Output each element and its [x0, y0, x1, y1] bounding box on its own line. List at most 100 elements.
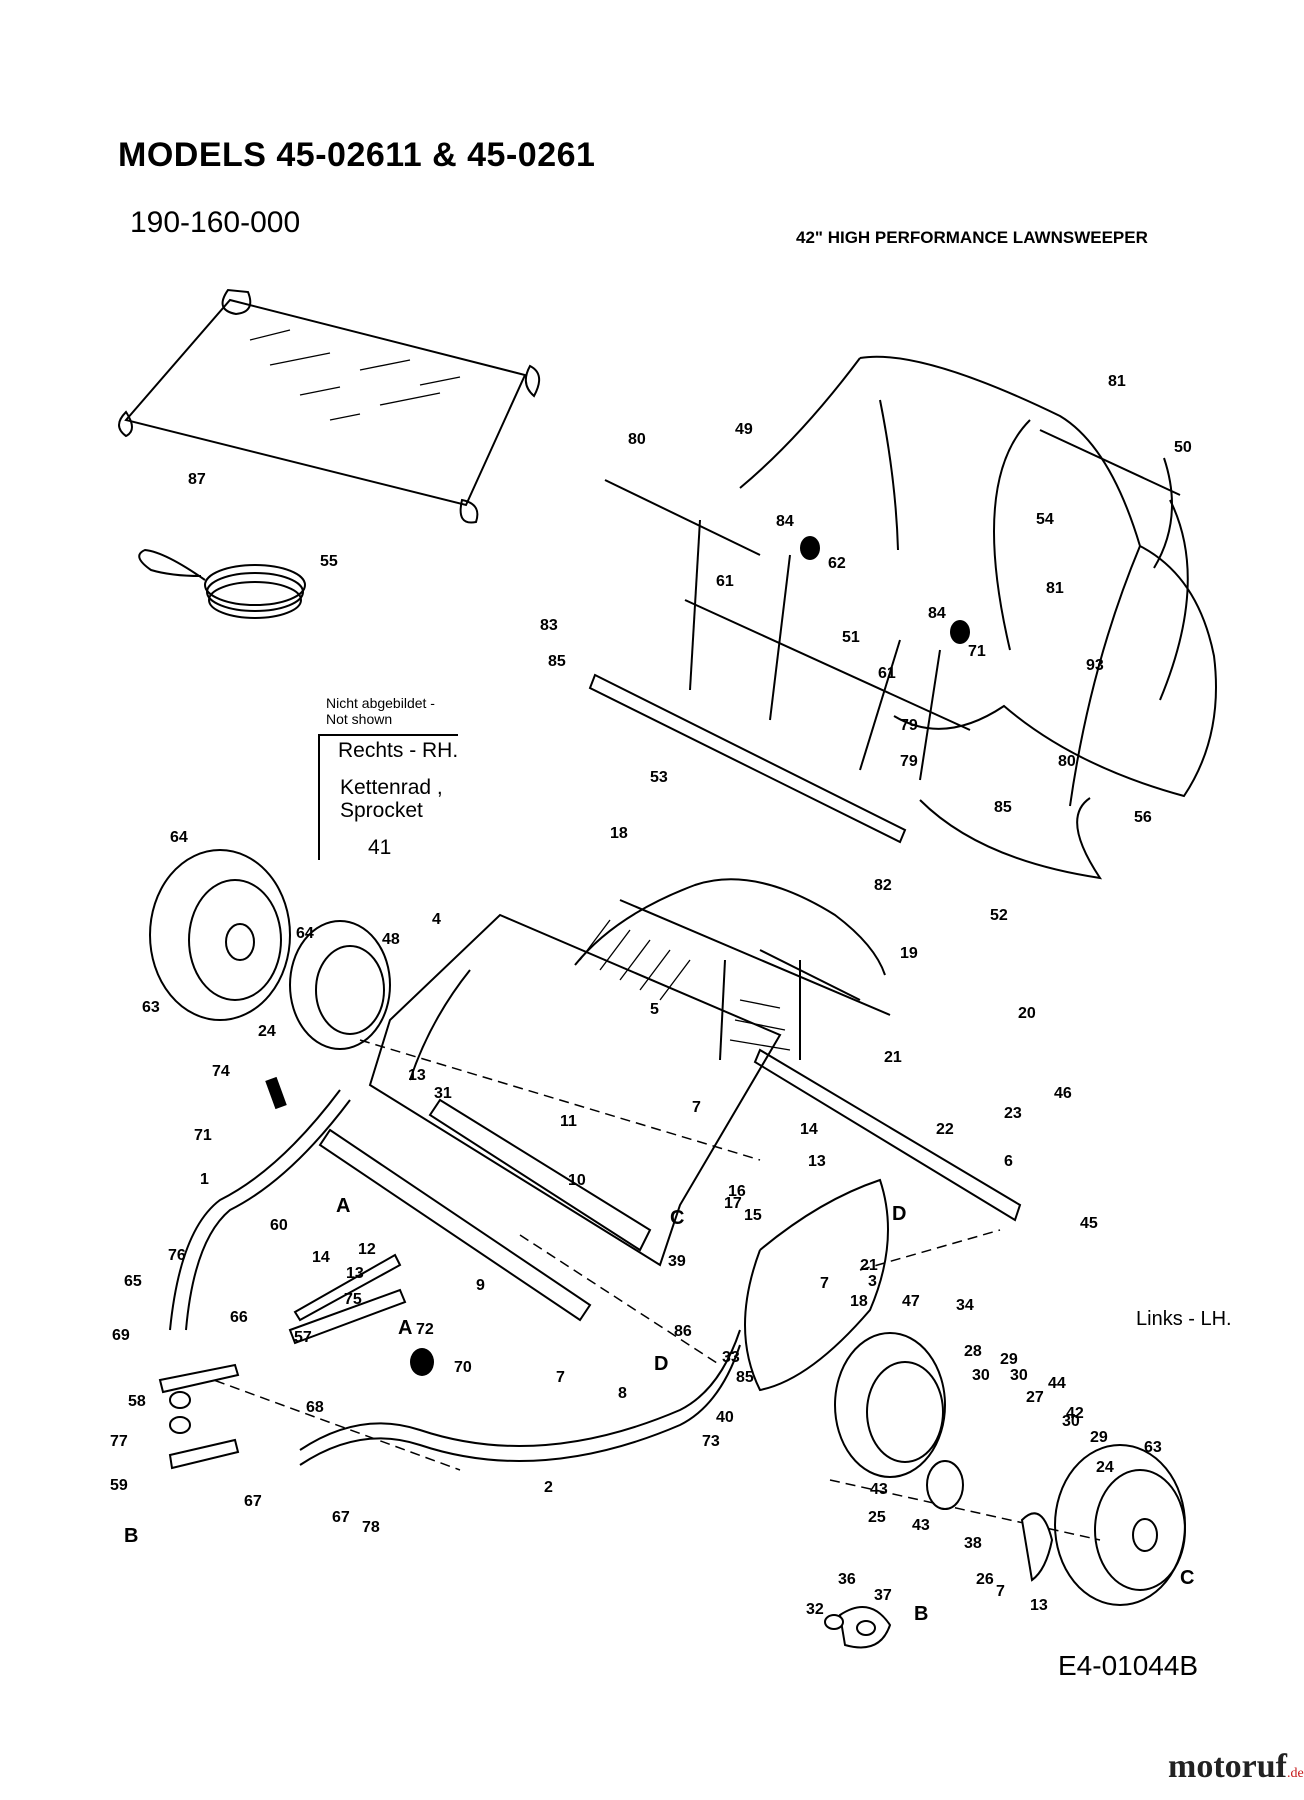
- callout-85: 85: [548, 653, 566, 670]
- handle-assembly: [169, 1089, 741, 1466]
- watermark-tld: .de: [1286, 1766, 1304, 1781]
- callout-30: 30: [1010, 1367, 1028, 1384]
- front-bar: [588, 673, 907, 844]
- callout-32: 32: [806, 1601, 824, 1618]
- callout-3: 3: [868, 1273, 877, 1290]
- callout-a: A: [398, 1317, 412, 1339]
- wheel-left-side: [1054, 1444, 1186, 1606]
- callout-54: 54: [1036, 511, 1054, 528]
- callout-8: 8: [618, 1385, 627, 1402]
- rear-bar: [753, 1048, 1022, 1222]
- callout-55: 55: [320, 553, 338, 570]
- callout-d: D: [892, 1203, 906, 1225]
- not-shown-note: Nicht abgebildet - Not shown: [326, 695, 435, 727]
- callout-72: 72: [416, 1321, 434, 1338]
- callout-17: 17: [724, 1195, 742, 1212]
- callout-26: 26: [976, 1571, 994, 1588]
- callout-12: 12: [358, 1241, 376, 1258]
- part-number: 190-160-000: [130, 206, 301, 239]
- callout-c: C: [670, 1207, 684, 1229]
- hopper-frame: [604, 419, 1189, 880]
- callout-67: 67: [244, 1493, 262, 1510]
- callout-18: 18: [850, 1293, 868, 1310]
- callout-16: 16: [728, 1183, 746, 1200]
- main-housing: [318, 913, 782, 1322]
- note-part-name-de: Kettenrad ,: [340, 776, 443, 799]
- callout-6: 6: [1004, 1153, 1013, 1170]
- callout-56: 56: [1134, 809, 1152, 826]
- callout-47: 47: [902, 1293, 920, 1310]
- note-side-label: Rechts - RH.: [338, 739, 459, 762]
- callout-71: 71: [968, 643, 986, 660]
- callout-25: 25: [868, 1509, 886, 1526]
- callout-13: 13: [808, 1153, 826, 1170]
- page-title: MODELS 45-02611 & 45-0261: [118, 136, 596, 174]
- callout-29: 29: [1000, 1351, 1018, 1368]
- callout-b: B: [124, 1525, 138, 1547]
- callout-80: 80: [1058, 753, 1076, 770]
- callout-39: 39: [668, 1253, 686, 1270]
- callout-20: 20: [1018, 1005, 1036, 1022]
- callout-87: 87: [188, 471, 206, 488]
- callout-69: 69: [112, 1327, 130, 1344]
- callout-14: 14: [312, 1249, 330, 1266]
- callout-4: 4: [432, 911, 441, 928]
- callout-10: 10: [568, 1172, 586, 1189]
- callout-43: 43: [912, 1517, 930, 1534]
- callout-38: 38: [964, 1535, 982, 1552]
- callout-60: 60: [270, 1217, 288, 1234]
- callout-62: 62: [828, 555, 846, 572]
- callout-86: 86: [674, 1323, 692, 1340]
- callout-27: 27: [1026, 1389, 1044, 1406]
- callout-63: 63: [1144, 1439, 1162, 1456]
- callout-57: 57: [294, 1329, 312, 1346]
- callout-85: 85: [736, 1369, 754, 1386]
- watermark-brand: motoruf: [1168, 1748, 1287, 1785]
- callout-37: 37: [874, 1587, 892, 1604]
- callout-53: 53: [650, 769, 668, 786]
- callout-73: 73: [702, 1433, 720, 1450]
- callout-14: 14: [800, 1121, 818, 1138]
- callout-49: 49: [735, 421, 753, 438]
- callout-68: 68: [306, 1399, 324, 1416]
- callout-30: 30: [1062, 1413, 1080, 1430]
- brush-assembly: [574, 878, 891, 1061]
- callout-61: 61: [878, 665, 896, 682]
- callout-81: 81: [1108, 373, 1126, 390]
- callout-46: 46: [1054, 1085, 1072, 1102]
- left-hand-label: Links - LH.: [1136, 1308, 1232, 1330]
- callout-67: 67: [332, 1509, 350, 1526]
- callout-29: 29: [1090, 1429, 1108, 1446]
- callout-labels: 8755804981505484626151838581847193617979…: [110, 373, 1194, 1625]
- callout-45: 45: [1080, 1215, 1098, 1232]
- callout-13: 13: [1030, 1597, 1048, 1614]
- callout-77: 77: [110, 1433, 128, 1450]
- gear-cover-left: [834, 1332, 946, 1478]
- callout-c: C: [1180, 1567, 1194, 1589]
- callout-21: 21: [884, 1049, 902, 1066]
- callout-70: 70: [454, 1359, 472, 1376]
- callout-d: D: [654, 1353, 668, 1375]
- product-subtitle: 42" HIGH PERFORMANCE LAWNSWEEPER: [796, 228, 1148, 247]
- callout-36: 36: [838, 1571, 856, 1588]
- callout-42: 42: [1066, 1405, 1084, 1422]
- callout-80: 80: [628, 431, 646, 448]
- callout-28: 28: [964, 1343, 982, 1360]
- callout-13: 13: [346, 1265, 364, 1282]
- callout-51: 51: [842, 629, 860, 646]
- callout-19: 19: [900, 945, 918, 962]
- callout-40: 40: [716, 1409, 734, 1426]
- callout-81: 81: [1046, 580, 1064, 597]
- callout-75: 75: [344, 1291, 362, 1308]
- callout-34: 34: [956, 1297, 974, 1314]
- note-bracket: [318, 734, 320, 860]
- callout-33: 33: [722, 1349, 740, 1366]
- callout-30: 30: [972, 1367, 990, 1384]
- callout-13: 13: [408, 1067, 426, 1084]
- callout-82: 82: [874, 877, 892, 894]
- callout-84: 84: [776, 513, 794, 530]
- callout-85: 85: [994, 799, 1012, 816]
- callout-79: 79: [900, 753, 918, 770]
